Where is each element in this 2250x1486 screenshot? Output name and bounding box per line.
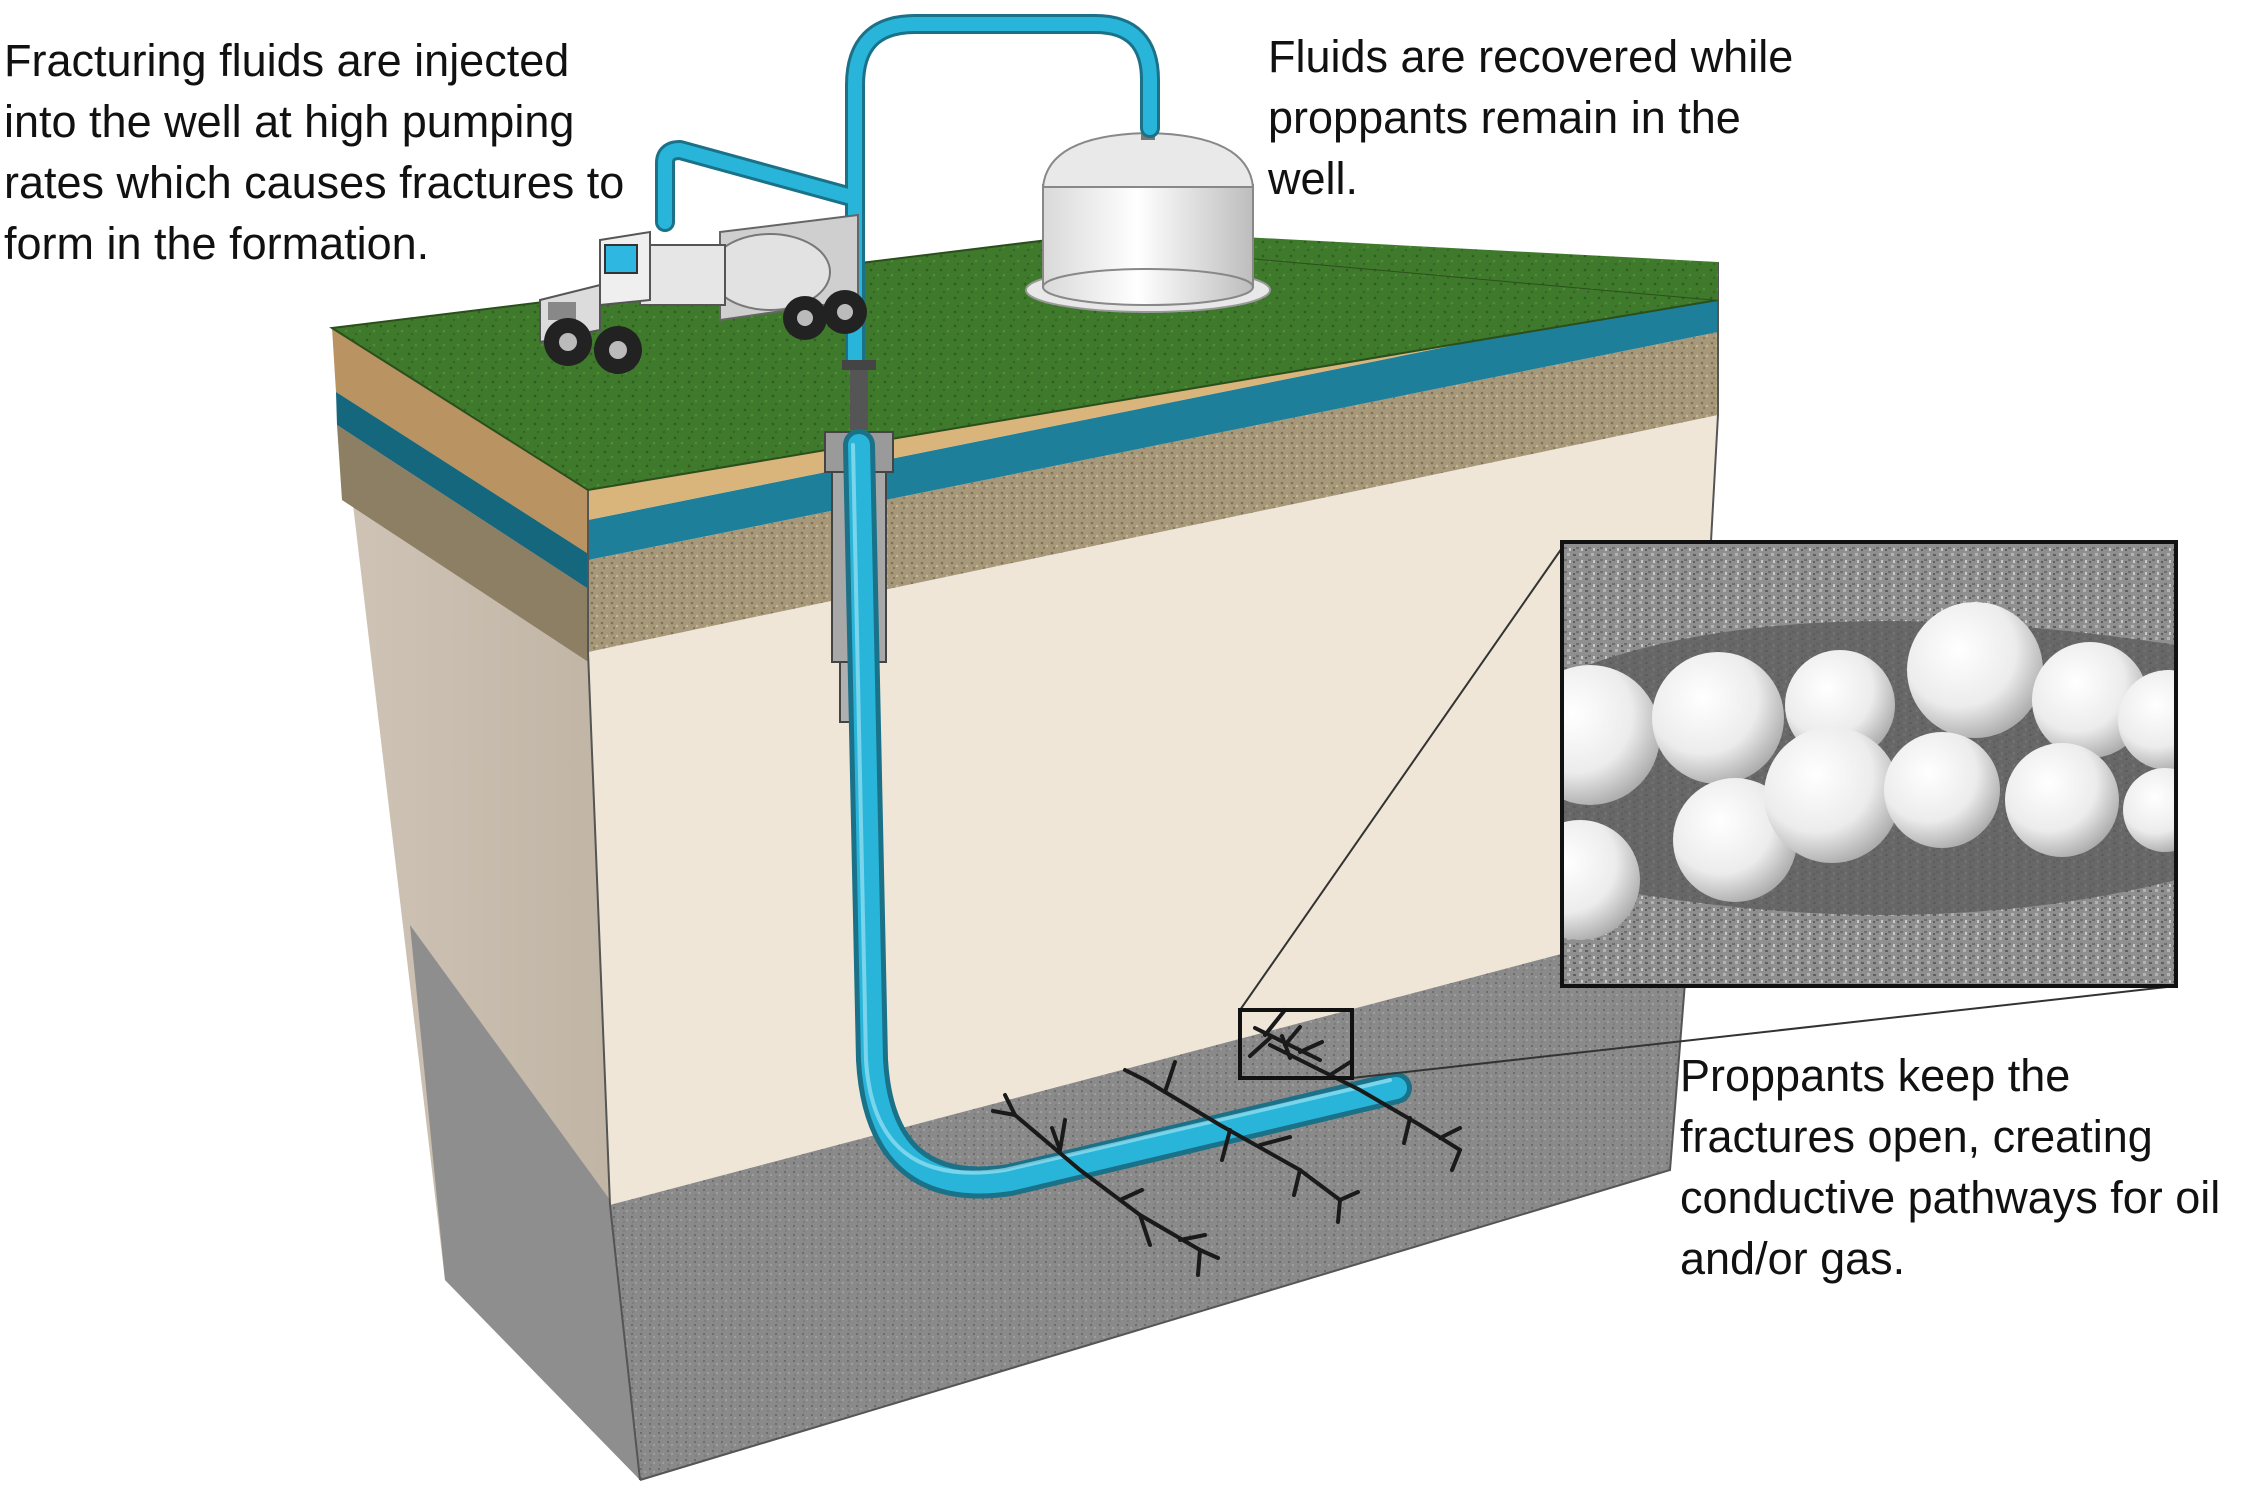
- frac-truck-icon: [539, 213, 867, 374]
- fracture-network: [991, 1008, 1462, 1277]
- injection-caption: Fracturing fluids are injected into the …: [4, 35, 625, 269]
- shale-layer: [610, 920, 1690, 1480]
- block-left-topsoil: [332, 328, 590, 555]
- zoom-inset-frame: [1560, 540, 2178, 988]
- zoom-source-box: [1238, 1008, 1354, 1080]
- earth-block: [329, 232, 1719, 1481]
- zoom-callout: [1238, 540, 2178, 1080]
- block-left-aquifer: [336, 392, 590, 590]
- block-left-gravel: [337, 425, 593, 665]
- storage-tank-icon: [1025, 126, 1271, 313]
- block-left-shale: [410, 925, 640, 1480]
- proppant-caption: Proppants keep the fractures open, creat…: [1680, 1050, 2221, 1284]
- proppant-icon: [1562, 602, 2176, 940]
- recovery-caption: Fluids are recovered while proppants rem…: [1268, 31, 1794, 204]
- wellbore: [843, 429, 1412, 1199]
